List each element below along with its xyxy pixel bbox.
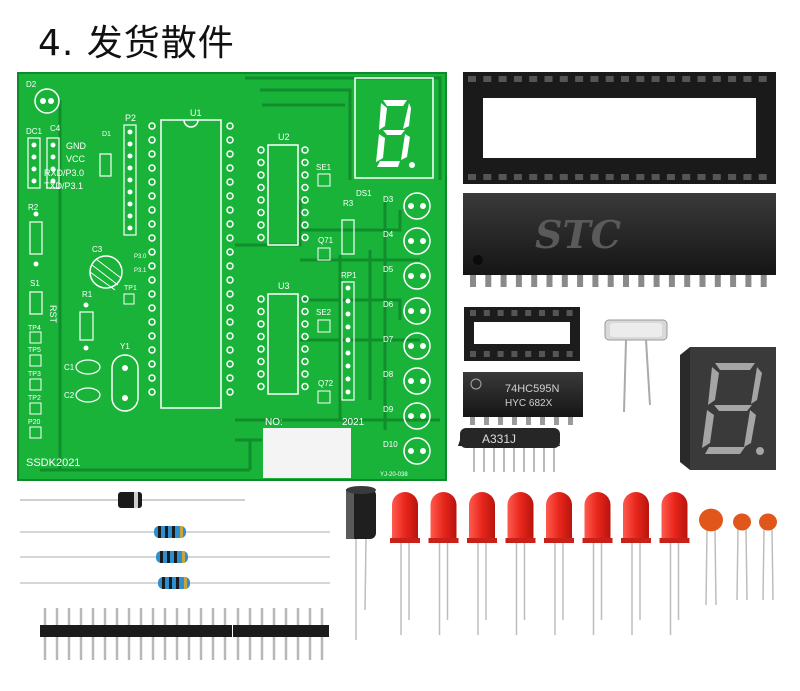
- ceramic-capacitors: [699, 508, 777, 606]
- label-gnd: GND: [66, 141, 87, 151]
- u3-outline: [267, 293, 299, 395]
- diode: [20, 492, 245, 508]
- resistor-body: [156, 551, 188, 563]
- label-d8: D8: [383, 370, 394, 379]
- red-led: [582, 492, 613, 635]
- seven-segment-display: [680, 347, 776, 470]
- label-p20: P20: [28, 419, 41, 426]
- ic-socket-40pin: [463, 72, 776, 184]
- label-q71: Q71: [318, 236, 334, 245]
- label-rst: RST: [48, 305, 58, 324]
- u2-outline: [267, 144, 299, 246]
- label-d3: D3: [383, 195, 394, 204]
- label-p31: P3.1: [134, 268, 147, 274]
- label-tp5: TP5: [28, 347, 41, 354]
- label-y1: Y1: [120, 342, 130, 351]
- pin-header-block: [233, 625, 329, 637]
- label-d4: D4: [383, 230, 394, 239]
- red-led: [544, 492, 574, 635]
- test-points: TP4 TP5 TP3 TP2 P20 TP1: [28, 285, 137, 439]
- resistor-network: A331J: [458, 428, 560, 472]
- electrolytic-capacitor: [346, 486, 376, 640]
- label-d1: D1: [102, 131, 111, 138]
- label-rp1: RP1: [341, 271, 357, 280]
- shift-register-code: HYC 682X: [505, 398, 553, 409]
- label-c3: C3: [92, 245, 103, 254]
- ds1-outline: [354, 77, 434, 179]
- label-tp1: TP1: [124, 285, 137, 292]
- label-p2: P2: [125, 113, 136, 123]
- mcu-brand: STC: [535, 212, 621, 257]
- label-s1: S1: [30, 279, 40, 288]
- label-tp4: TP4: [28, 325, 41, 332]
- pcb-board: NO: 2021 SSDK2021 YJ-20-038 D2 DC1 C4 GN…: [17, 72, 447, 481]
- y1-outline: [111, 354, 139, 412]
- resistor-body: [154, 526, 186, 538]
- pin-header-block: [40, 625, 136, 637]
- red-led: [659, 492, 690, 635]
- label-c1: C1: [64, 363, 75, 372]
- red-led: [621, 492, 651, 635]
- label-u3: U3: [278, 281, 290, 291]
- label-txd: TXD/P3.1: [44, 181, 83, 191]
- label-vcc: VCC: [66, 154, 86, 164]
- label-r1: R1: [82, 290, 93, 299]
- red-led: [505, 492, 536, 635]
- p2-header-outline: [123, 124, 137, 236]
- no-label-area: [263, 428, 351, 478]
- ceramic-capacitor: [699, 508, 723, 606]
- ds1-silk-digit: [376, 100, 415, 168]
- u1-outline: [160, 119, 222, 409]
- label-se1: SE1: [316, 163, 332, 172]
- rp1-outline: [341, 281, 355, 401]
- stc-mcu-chip: STC: [463, 193, 776, 287]
- year-label: 2021: [342, 417, 365, 428]
- label-d2: D2: [26, 80, 37, 89]
- red-led: [467, 492, 497, 635]
- page-title: 4. 发货散件: [38, 23, 235, 64]
- label-dc1: DC1: [26, 127, 43, 136]
- label-c4: C4: [50, 124, 61, 133]
- red-leds: [390, 492, 690, 635]
- label-tp3: TP3: [28, 371, 41, 378]
- label-tp2: TP2: [28, 395, 41, 402]
- red-led: [390, 492, 420, 635]
- board-name: SSDK2021: [26, 457, 80, 469]
- label-d6: D6: [383, 300, 394, 309]
- label-u1: U1: [190, 108, 202, 118]
- shift-register-chip: 74HC595N HYC 682X: [463, 372, 583, 425]
- label-r2: R2: [28, 203, 39, 212]
- label-d5: D5: [383, 265, 394, 274]
- ic-socket-16pin: [464, 307, 580, 361]
- label-d9: D9: [383, 405, 394, 414]
- no-label: NO:: [265, 417, 283, 428]
- label-p30: P3.0: [134, 254, 147, 260]
- version-label: YJ-20-038: [380, 472, 408, 478]
- ceramic-capacitor: [759, 513, 777, 601]
- crystal-oscillator: [604, 319, 668, 413]
- ceramic-capacitor: [733, 513, 751, 601]
- d2-outline: [34, 88, 60, 114]
- label-ds1: DS1: [356, 189, 372, 198]
- label-rxd: RXD/P3.0: [44, 168, 84, 178]
- pin-headers: [40, 608, 329, 660]
- pin-header-block: [136, 625, 232, 637]
- shift-register-label: 74HC595N: [505, 383, 559, 395]
- resistor-network-label: A331J: [482, 432, 516, 446]
- label-c2: C2: [64, 391, 75, 400]
- resistors: [20, 526, 330, 589]
- label-q72: Q72: [318, 379, 334, 388]
- label-d7: D7: [383, 335, 394, 344]
- label-d10: D10: [383, 440, 398, 449]
- red-led: [428, 492, 459, 635]
- label-u2: U2: [278, 132, 290, 142]
- label-se2: SE2: [316, 308, 332, 317]
- label-r3: R3: [343, 199, 354, 208]
- resistor-body: [158, 577, 190, 589]
